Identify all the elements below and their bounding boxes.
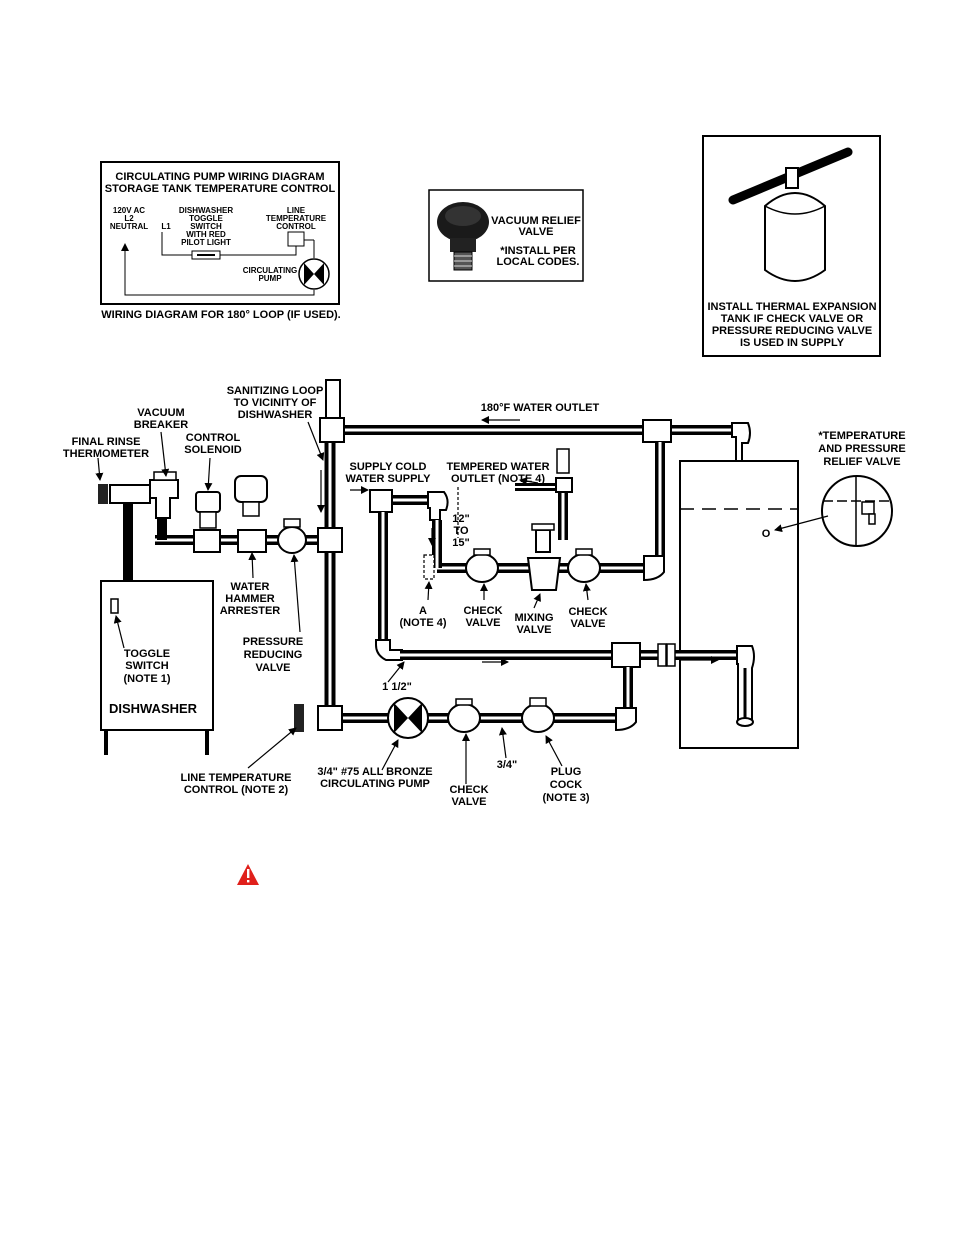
tp-relief-label: RELIEF VALVE (823, 456, 900, 468)
plug-cock (521, 697, 555, 733)
wiring-pump-label: PUMP (258, 274, 282, 283)
toggle-switch-label: TOGGLE (124, 648, 170, 660)
prv-label: PRESSURE (243, 636, 304, 648)
toggle-switch-label: SWITCH (125, 660, 168, 672)
check-valve (465, 548, 499, 583)
labels: SANITIZING LOOP TO VICINITY OF DISHWASHE… (63, 385, 906, 808)
mixing-valve-label: VALVE (516, 624, 551, 636)
sanitizing-loop-label: TO VICINITY OF (234, 397, 317, 409)
wiring-switch-label: WITH RED (186, 230, 226, 239)
wiring-control-label: TEMPERATURE (266, 214, 327, 223)
toggle-switch (110, 598, 119, 614)
vacuum-relief-text: VACUUM RELIEF (491, 215, 581, 227)
expansion-text: TANK IF CHECK VALVE OR (721, 313, 863, 325)
sanitizing-loop-label: DISHWASHER (238, 409, 313, 421)
vacuum-relief-text: LOCAL CODES. (497, 256, 580, 268)
control-solenoid-label: CONTROL (186, 432, 241, 444)
mixing-valve-label: MIXING (514, 612, 553, 624)
note-a-label: (NOTE 4) (399, 617, 446, 629)
dimension-label: TO (453, 525, 469, 537)
wiring-pump-label: CIRCULATING (243, 266, 298, 275)
wiring-lines (121, 232, 315, 296)
tempered-outlet-label: OUTLET (NOTE 4) (451, 473, 545, 485)
check-valve-label: VALVE (451, 796, 486, 808)
wiring-l1-label: L1 (161, 222, 171, 231)
water-hammer-label: HAMMER (225, 593, 275, 605)
wiring-supply-label: NEUTRAL (110, 222, 148, 231)
line-control-symbol (287, 231, 305, 247)
wiring-title-2: STORAGE TANK TEMPERATURE CONTROL (105, 183, 336, 195)
final-rinse-label: FINAL RINSE (72, 436, 141, 448)
check-valve-label: CHECK (568, 606, 607, 618)
plug-cock-label: (NOTE 3) (542, 792, 589, 804)
cold-supply-label: WATER SUPPLY (346, 473, 432, 485)
vacuum-breaker-label: VACUUM (137, 407, 184, 419)
vacuum-relief-panel: VACUUM RELIEF VALVE *INSTALL PER LOCAL C… (428, 189, 584, 282)
mixing-valve (526, 523, 562, 591)
final-rinse-label: THERMOMETER (63, 448, 149, 460)
wiring-switch-label: DISHWASHER (179, 206, 233, 215)
expansion-tank-icon (728, 147, 853, 282)
leader-arrows (95, 416, 829, 784)
vacuum-relief-valve-icon (437, 202, 489, 271)
vacuum-breaker-label: BREAKER (134, 419, 188, 431)
plug-cock-label: COCK (550, 779, 582, 791)
tp-relief-label: AND PRESSURE (818, 443, 905, 455)
wiring-control-label: LINE (287, 206, 306, 215)
line-temp-control-label: CONTROL (NOTE 2) (184, 784, 289, 796)
vacuum-relief-text: *INSTALL PER (500, 245, 575, 257)
wiring-supply-label: 120V AC (113, 206, 145, 215)
pump-symbol-icon (298, 258, 330, 290)
note-a-label: A (419, 605, 427, 617)
cold-supply-label: SUPPLY COLD (349, 461, 426, 473)
outlet-180-label: 180°F WATER OUTLET (481, 402, 600, 414)
water-hammer-label: ARRESTER (220, 605, 281, 617)
control-solenoid-label: SOLENOID (184, 444, 242, 456)
tempered-outlet-label: TEMPERED WATER (446, 461, 549, 473)
pipe-size-label: 1 1/2" (382, 681, 412, 693)
pipe-size-label: 3/4" (497, 759, 518, 771)
check-valve-label: CHECK (463, 605, 502, 617)
expansion-text: IS USED IN SUPPLY (740, 337, 845, 349)
dishwasher-label: DISHWASHER (109, 701, 198, 716)
wiring-switch-label: SWITCH (190, 222, 222, 231)
line-temp-control-label: LINE TEMPERATURE (180, 772, 291, 784)
wiring-switch-label: TOGGLE (189, 214, 223, 223)
check-valve-label: VALVE (570, 618, 605, 630)
pump-label: 3/4" #75 ALL BRONZE (317, 766, 432, 778)
wiring-caption: WIRING DIAGRAM FOR 180° LOOP (IF USED). (101, 309, 341, 321)
check-valve (447, 698, 481, 733)
dimension-label: 15" (452, 537, 469, 549)
check-valve (567, 548, 601, 583)
pump-label: CIRCULATING PUMP (320, 778, 430, 790)
wiring-diagram-panel: CIRCULATING PUMP WIRING DIAGRAM STORAGE … (100, 161, 341, 321)
prv-label: REDUCING (244, 649, 303, 661)
expansion-tank-panel: INSTALL THERMAL EXPANSION TANK IF CHECK … (702, 135, 881, 357)
tp-relief-label: *TEMPERATURE (818, 430, 905, 442)
expansion-text: INSTALL THERMAL EXPANSION (707, 301, 876, 313)
sanitizing-loop-label: SANITIZING LOOP (227, 385, 324, 397)
tank-o-label: O (762, 528, 771, 540)
plug-cock-label: PLUG (551, 766, 582, 778)
circulating-pump (387, 697, 429, 739)
wiring-supply-label: L2 (124, 214, 134, 223)
expansion-text: PRESSURE REDUCING VALVE (712, 325, 872, 337)
wiring-control-label: CONTROL (276, 222, 316, 231)
wiring-title-1: CIRCULATING PUMP WIRING DIAGRAM (115, 171, 324, 183)
toggle-switch-label: (NOTE 1) (123, 673, 170, 685)
warning-icon (237, 864, 259, 885)
pressure-reducing-valve (277, 518, 307, 554)
check-valve-label: VALVE (465, 617, 500, 629)
water-hammer-label: WATER (231, 581, 270, 593)
dishwasher-cabinet (100, 580, 214, 731)
prv-label: VALVE (255, 662, 290, 674)
vacuum-relief-text: VALVE (518, 226, 553, 238)
wiring-switch-label: PILOT LIGHT (181, 238, 231, 247)
dimension-label: 12" (452, 513, 469, 525)
check-valve-label: CHECK (449, 784, 488, 796)
